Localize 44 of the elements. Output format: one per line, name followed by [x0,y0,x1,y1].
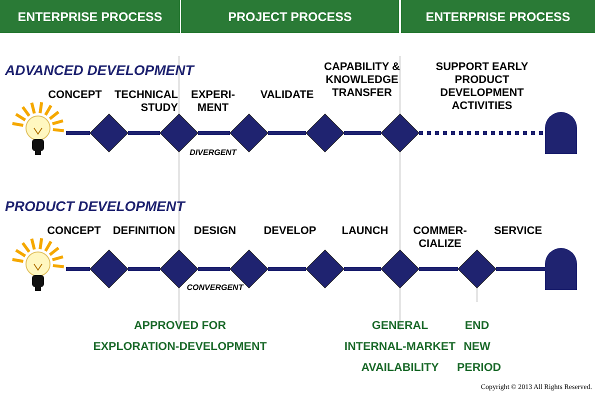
milestone-diamond [90,250,128,288]
timeline-line [496,267,545,271]
milestone-label: GENERAL INTERNAL-MARKET AVAILABILITY [343,319,457,376]
timeline-line [419,267,458,271]
timeline-line [66,131,90,135]
phase-label: EXPERI- MENT [190,89,236,115]
end-marker [545,112,577,154]
milestone-diamond [458,250,496,288]
phase-label: SERVICE [492,225,544,238]
phase-label: CAPABILITY & KNOWLEDGE TRANSFER [323,61,401,100]
phase-label: DEFINITION [112,225,176,238]
phase-band: PROJECT PROCESS [181,0,399,33]
timeline-line [268,131,306,135]
milestone-diamond [381,114,419,152]
phase-label: DEVELOP [262,225,318,238]
milestone-diamond [90,114,128,152]
timeline-line [198,131,230,135]
timeline-line [128,267,160,271]
timeline-line [344,131,381,135]
phase-label: CONCEPT [47,89,103,102]
timeline-line [128,131,160,135]
milestone-diamond [381,250,419,288]
section-heading: ADVANCED DEVELOPMENT [5,62,196,78]
phase-label: COMMER- CIALIZE [412,225,468,251]
timeline-line [66,267,90,271]
annotation: CONVERGENT [186,283,245,293]
phase-label: TECHNICAL STUDY [113,89,178,115]
phase-label: SUPPORT EARLY PRODUCT DEVELOPMENT ACTIVITIES [434,61,530,113]
timeline-line [268,267,306,271]
milestone-diamond [306,250,344,288]
timeline-line [198,267,230,271]
end-marker [545,248,577,290]
section-heading: PRODUCT DEVELOPMENT [5,198,187,214]
annotation: DIVERGENT [188,148,238,158]
phase-label: VALIDATE [259,89,315,102]
phase-label: CONCEPT [46,225,102,238]
timeline-line [419,131,545,135]
phase-band: ENTERPRISE PROCESS [0,0,180,33]
timeline-line [344,267,381,271]
phase-label: LAUNCH [340,225,390,238]
phase-band: ENTERPRISE PROCESS [401,0,595,33]
milestone-diamond [306,114,344,152]
milestone-label: APPROVED FOR EXPLORATION-DEVELOPMENT [92,319,268,355]
phase-label: DESIGN [192,225,238,238]
